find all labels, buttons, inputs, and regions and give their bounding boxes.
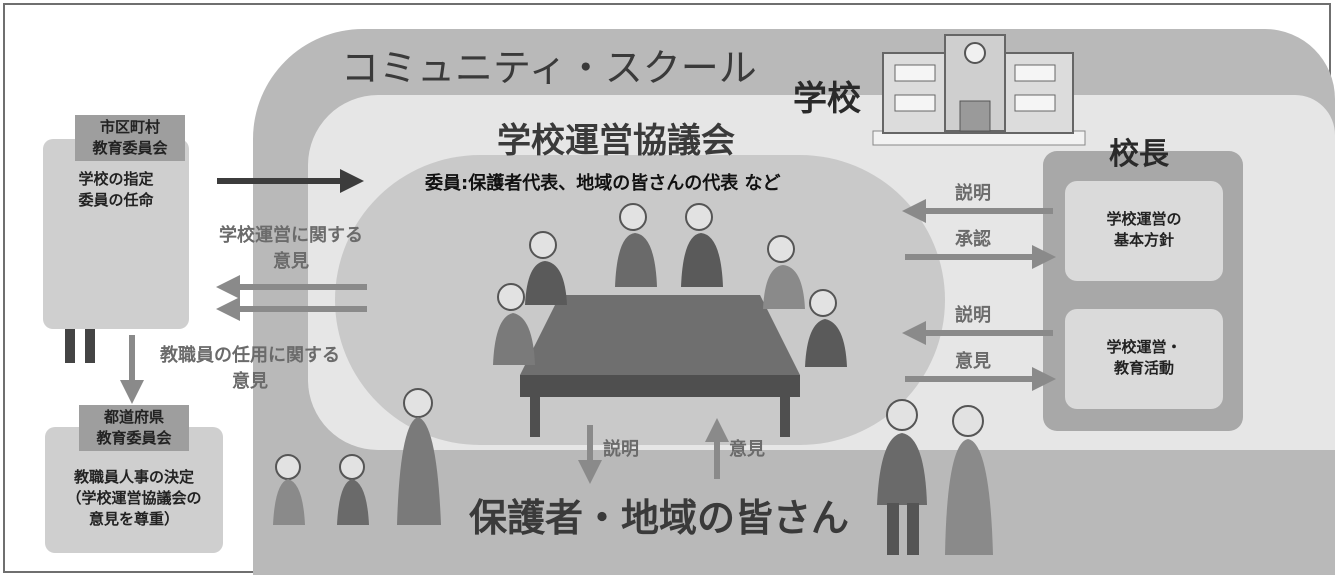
elderly-couple-illustration [877,399,993,555]
opinion-label-3: 意見 [729,439,765,460]
municipal-name-line-2: 教育委員会 [92,139,168,157]
children-illustration [273,388,441,525]
prefectural-role-line-1: 教職員人事の決定 [73,468,194,486]
opinion-school-ops-label: 学校運営に関する 意見 [201,223,381,275]
community-school-title: コミュニティ・スクール [341,46,757,90]
explain-label-2: 説明 [955,305,991,326]
school-title: 学校 [793,79,861,119]
basic-policy-line-1: 学校運営の [1106,210,1182,228]
opinion-label-2: 意見 [955,351,991,372]
explain-label-1: 説明 [955,183,991,204]
council-members: 委員:保護者代表、地域の皆さんの代表 など [425,173,781,194]
school-building-icon [872,34,1086,146]
prefectural-role-line-3: 意見を尊重） [88,510,179,528]
municipal-role-line-2: 委員の任命 [78,191,154,209]
approve-label: 承認 [955,229,991,250]
basic-policy-line-2: 基本方針 [1113,231,1174,249]
opinion-staff-line-2: 意見 [232,371,268,392]
municipal-role-line-1: 学校の指定 [78,170,154,188]
school-activities-box: 学校運営・ 教育活動 [1065,309,1223,409]
principal-title: 校長 [1109,137,1169,172]
opinion-school-ops-line-1: 学校運営に関する [219,225,363,246]
opinion-staff-label: 教職員の任用に関する 意見 [145,343,355,395]
prefectural-role-line-2: （学校運営協議会の [66,489,202,507]
school-activities-line-2: 教育活動 [1113,359,1174,377]
council-title: 学校運営協議会 [497,121,735,161]
opinion-staff-line-1: 教職員の任用に関する [160,345,340,366]
opinion-school-ops-line-2: 意見 [273,251,309,272]
diagram-frame: コミュニティ・スクール 学校 学校運営協議会 委員:保護者代表、地域の皆さんの代… [3,3,1335,575]
prefectural-board-label: 都道府県 教育委員会 [79,405,189,451]
explain-label-3: 説明 [603,439,639,460]
prefectural-name-line-1: 都道府県 [103,408,164,426]
municipal-board-box: 学校の指定 委員の任命 [43,139,189,329]
school-activities-line-1: 学校運営・ [1106,338,1182,356]
municipal-name-line-1: 市区町村 [99,118,160,136]
prefectural-name-line-2: 教育委員会 [96,429,172,447]
municipal-board-label: 市区町村 教育委員会 [75,115,185,161]
meeting-illustration [493,203,847,437]
diagram-graphics [57,34,1086,555]
community-title: 保護者・地域の皆さん [469,496,850,540]
basic-policy-box: 学校運営の 基本方針 [1065,181,1223,281]
